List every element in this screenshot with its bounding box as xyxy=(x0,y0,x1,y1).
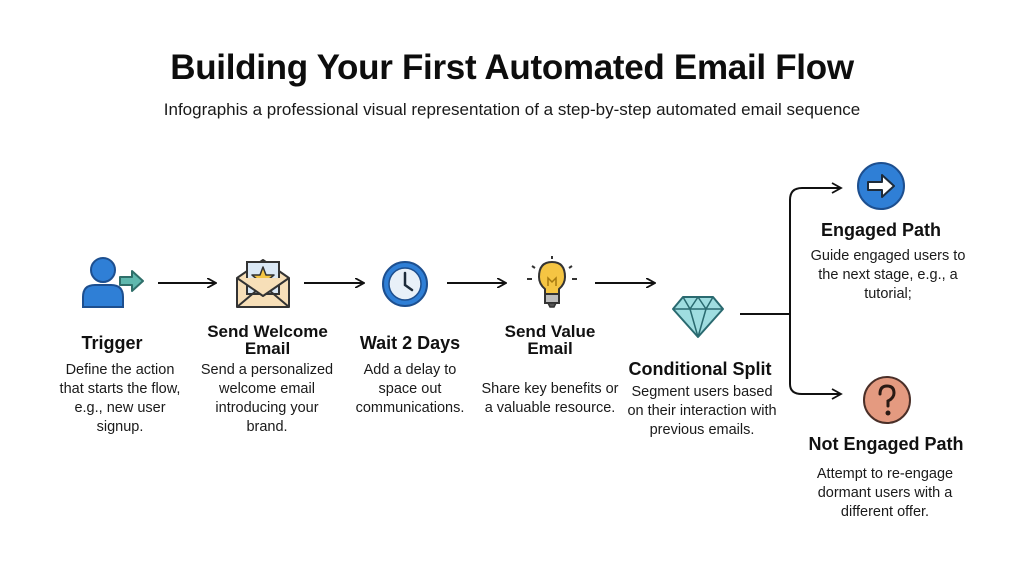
branch-desc-engaged: Guide engaged users to the next stage, e… xyxy=(810,248,966,302)
clock-icon xyxy=(380,259,430,309)
user-arrow-icon xyxy=(80,255,146,311)
branch-arrowhead-down xyxy=(831,388,843,400)
step-title-trigger: Trigger xyxy=(81,333,143,353)
step-title-split: Conditional Split xyxy=(628,359,772,379)
page-title: Building Your First Automated Email Flow xyxy=(170,48,854,87)
branch-title-not-engaged: Not Engaged Path xyxy=(808,434,964,454)
step-desc-split: Segment users based on their interaction… xyxy=(627,384,777,438)
branch-title-engaged: Engaged Path xyxy=(820,220,941,240)
envelope-star-icon xyxy=(234,256,292,310)
diamond-icon xyxy=(671,294,725,340)
step-desc-wait: Add a delay to space out communications. xyxy=(355,362,465,416)
step-title-value: Send Value Email xyxy=(504,322,596,358)
step-desc-trigger: Define the action that starts the flow, … xyxy=(59,362,181,435)
lightbulb-icon xyxy=(524,256,580,310)
question-circle-icon xyxy=(861,374,913,426)
page-subtitle: Infographis a professional visual repres… xyxy=(163,100,861,119)
arrow-right-circle-icon xyxy=(855,160,907,212)
branch-arrowhead-up xyxy=(831,182,843,194)
step-title-wait: Wait 2 Days xyxy=(359,333,461,353)
step-desc-welcome: Send a personalized welcome email introd… xyxy=(200,362,334,435)
step-title-welcome: Send Welcome Email xyxy=(207,322,328,358)
step-desc-value: Share key benefits or a valuable resourc… xyxy=(481,381,619,416)
branch-desc-not-engaged: Attempt to re-engage dormant users with … xyxy=(816,466,954,520)
